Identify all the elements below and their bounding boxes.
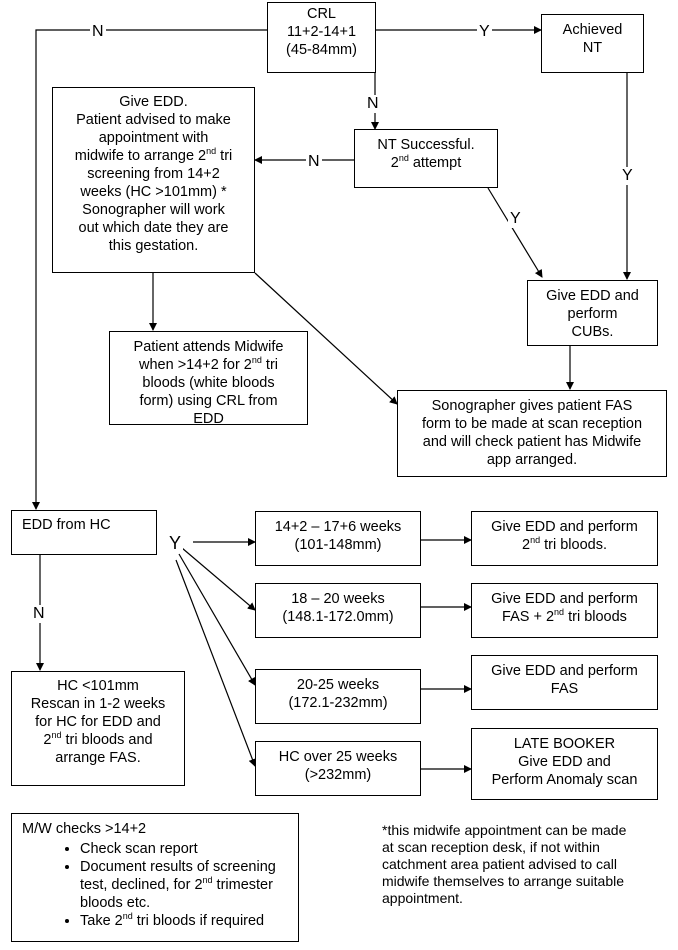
label-nt-left-n: N (306, 153, 322, 171)
patient-attends-line-5: EDD (193, 411, 224, 425)
connector-hc-to-range4 (175, 559, 257, 767)
mw-check-item: Check scan report (80, 840, 290, 858)
out3-line-1: Give EDD and perform (491, 663, 638, 679)
hc-rescan-line-2: Rescan in 1-2 weeks (30, 696, 166, 712)
footnote-line-1: *this midwife appointment can be made (382, 822, 627, 838)
label-hc-y: Y (167, 533, 184, 553)
cubs-line-1: Give EDD and (546, 288, 639, 304)
outcome-2nd-tri-bloods-box: Give EDD and perform 2nd tri bloods. (471, 511, 658, 566)
crl-line-1: CRL (306, 6, 336, 22)
out4-line-3: Perform Anomaly scan (491, 772, 638, 788)
label-crl-n: N (90, 23, 106, 41)
label-hc-n: N (31, 605, 47, 623)
outcome-fas-box: Give EDD and perform FAS (471, 655, 658, 710)
connector-hc-to-range2 (181, 547, 256, 611)
range2-line-2: (148.1-172.0mm) (282, 609, 394, 625)
outcome-late-booker-box: LATE BOOKER Give EDD and Perform Anomaly… (471, 728, 658, 800)
range1-line-1: 14+2 – 17+6 weeks (274, 519, 402, 535)
hc-rescan-line-5: arrange FAS. (55, 750, 141, 766)
out4-line-1: LATE BOOKER (513, 736, 616, 752)
range2-line-1: 18 – 20 weeks (291, 591, 385, 607)
footnote-line-2: at scan reception desk, if not within (382, 839, 600, 855)
out1-line-2: 2nd tri bloods. (522, 535, 607, 553)
sonographer-fas-box: Sonographer gives patient FAS form to be… (397, 390, 667, 477)
sonographer-line-1: Sonographer gives patient FAS (431, 398, 633, 414)
connector-hc-to-range3 (178, 553, 256, 686)
achieved-nt-line-2: NT (582, 40, 603, 56)
range3-line-2: (172.1-232mm) (288, 695, 388, 711)
out2-line-1: Give EDD and perform (491, 591, 638, 607)
cubs-line-2: perform (567, 306, 618, 322)
range-over-25-box: HC over 25 weeks (>232mm) (255, 741, 421, 796)
connector-nt-second-to-cubs (487, 187, 543, 278)
patient-attends-line-2: when >14+2 for 2nd tri (139, 355, 278, 373)
mw-check-item: Take 2nd tri bloods if required (80, 912, 290, 930)
hc-rescan-line-1: HC <101mm (57, 678, 139, 694)
out3-line-2: FAS (550, 681, 579, 697)
cubs-line-3: CUBs. (571, 324, 614, 340)
out4-line-2: Give EDD and (518, 754, 611, 770)
hc-rescan-box: HC <101mm Rescan in 1-2 weeks for HC for… (11, 671, 185, 786)
give-edd-line-3: appointment with (98, 130, 209, 146)
footnote: *this midwife appointment can be made at… (382, 822, 672, 907)
label-crl-y: Y (477, 23, 492, 41)
footnote-line-5: appointment. (382, 890, 463, 906)
label-achieved-y: Y (620, 167, 635, 185)
out1-line-1: Give EDD and perform (491, 519, 638, 535)
range-20-25-box: 20-25 weeks (172.1-232mm) (255, 669, 421, 724)
outcome-fas-2nd-tri-box: Give EDD and perform FAS + 2nd tri blood… (471, 583, 658, 638)
patient-attends-line-3: bloods (white bloods (142, 375, 275, 391)
give-edd-line-1: Give EDD. (119, 94, 188, 110)
range4-line-1: HC over 25 weeks (278, 749, 398, 765)
nt-second-line-1: NT Successful. (377, 137, 475, 153)
give-edd-advice-box: Give EDD. Patient advised to make appoin… (52, 87, 255, 273)
nt-second-attempt-box: NT Successful. 2nd attempt (354, 129, 498, 188)
connector-crl-to-edd-hc (32, 29, 267, 510)
sonographer-line-3: and will check patient has Midwife (422, 434, 642, 450)
give-edd-line-9: this gestation. (108, 238, 199, 254)
give-edd-cubs-box: Give EDD and perform CUBs. (527, 280, 658, 346)
achieved-nt-line-1: Achieved (562, 22, 623, 38)
give-edd-line-6: weeks (HC >101mm) * (80, 184, 227, 200)
range4-line-2: (>232mm) (304, 767, 372, 783)
range1-line-2: (101-148mm) (294, 537, 382, 553)
mw-checks-box: M/W checks >14+2 Check scan report Docum… (11, 813, 299, 942)
give-edd-line-4: midwife to arrange 2nd tri (74, 146, 233, 164)
patient-attends-line-4: form) using CRL from (139, 393, 278, 409)
give-edd-line-5: screening from 14+2 (87, 166, 220, 182)
label-crl-down-n: N (365, 95, 381, 113)
crl-line-3: (45-84mm) (286, 42, 357, 58)
mw-check-item: Document results of screening test, decl… (80, 858, 290, 912)
hc-rescan-line-4: 2nd tri bloods and (43, 730, 153, 748)
crl-box: CRL 11+2-14+1 (45-84mm) (267, 2, 376, 73)
crl-line-2: 11+2-14+1 (286, 24, 357, 40)
range3-line-1: 20-25 weeks (296, 677, 380, 693)
patient-attends-midwife-box: Patient attends Midwife when >14+2 for 2… (109, 331, 308, 425)
footnote-line-4: midwife themselves to arrange suitable (382, 873, 625, 889)
give-edd-line-2: Patient advised to make (76, 112, 231, 128)
give-edd-line-8: out which date they are (78, 220, 229, 236)
mw-checks-list: Check scan report Document results of sc… (22, 840, 290, 930)
achieved-nt-box: Achieved NT (541, 14, 644, 73)
out2-line-2: FAS + 2nd tri bloods (502, 607, 627, 625)
sonographer-line-2: form to be made at scan reception (421, 416, 643, 432)
patient-attends-line-1: Patient attends Midwife (133, 339, 284, 355)
give-edd-line-7: Sonographer will work (82, 202, 225, 218)
mw-checks-title: M/W checks >14+2 (22, 821, 147, 837)
hc-rescan-line-3: for HC for EDD and (35, 714, 161, 730)
sonographer-line-4: app arranged. (486, 452, 578, 468)
footnote-line-3: catchment area patient advised to call (382, 856, 618, 872)
range-18-20-box: 18 – 20 weeks (148.1-172.0mm) (255, 583, 421, 638)
label-nt2-y: Y (508, 210, 523, 228)
edd-from-hc-text: EDD from HC (22, 517, 111, 533)
range-14-17-box: 14+2 – 17+6 weeks (101-148mm) (255, 511, 421, 566)
nt-second-line-2: 2nd attempt (390, 153, 462, 171)
connector-give-edd-to-sonographer (254, 272, 398, 405)
edd-from-hc-box: EDD from HC (11, 510, 157, 555)
